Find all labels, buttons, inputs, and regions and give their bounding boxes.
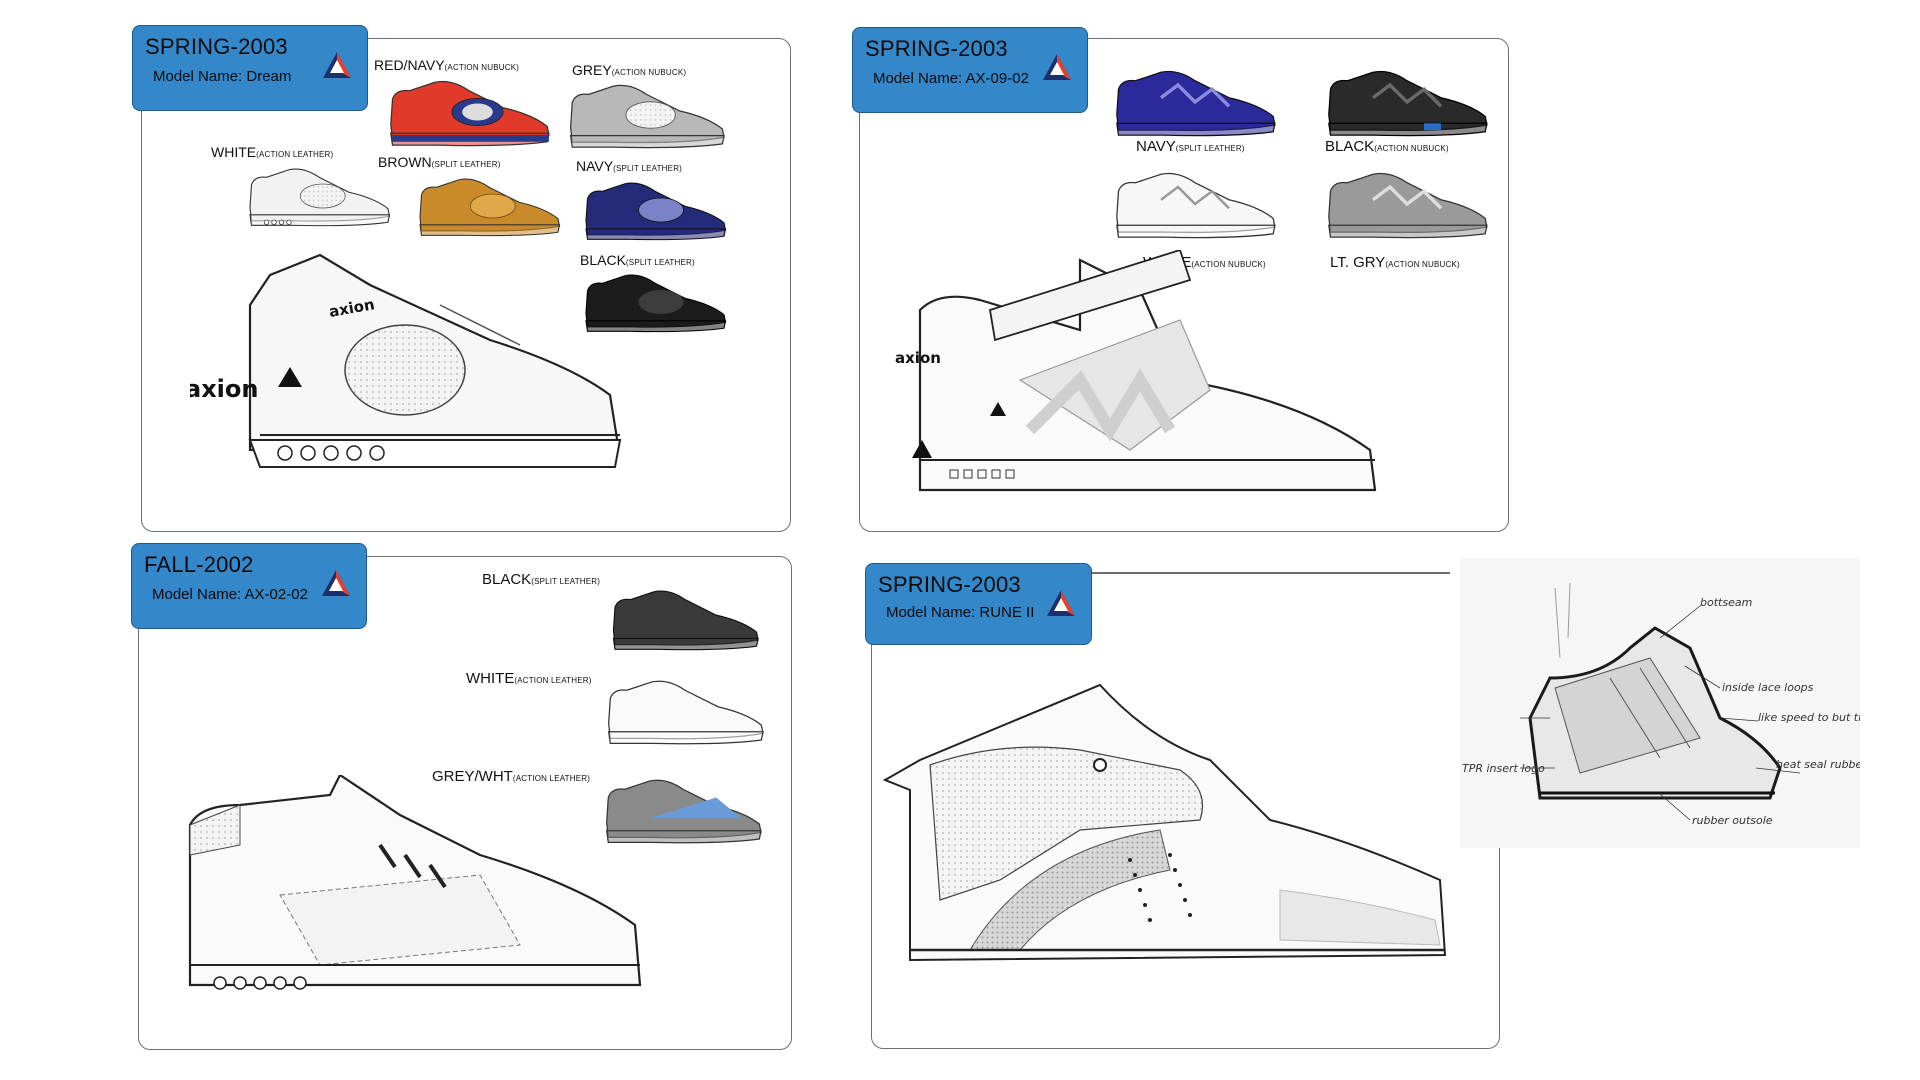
sketch-note: inside lace loops xyxy=(1722,681,1814,694)
shoe-line-drawing: axion axion xyxy=(190,253,622,468)
shoe-thumbnail xyxy=(580,266,730,338)
shoe-thumbnail xyxy=(384,72,554,152)
pencil-sketch: bottseam inside lace loops like speed to… xyxy=(1460,558,1901,848)
shoe-thumbnail xyxy=(414,170,564,242)
sketch-note: rubber outsole xyxy=(1692,814,1773,827)
panel-header-rune-ii: SPRING-2003 Model Name: RUNE II xyxy=(865,563,1092,645)
model-name: Model Name: Dream xyxy=(153,68,292,85)
shoe-thumbnail xyxy=(602,672,768,750)
colorway-label: BLACK(SPLIT LEATHER) xyxy=(580,252,695,268)
colorway-label: LT. GRY(ACTION NUBUCK) xyxy=(1330,254,1460,271)
divider-line xyxy=(1088,572,1450,574)
shoe-thumbnail xyxy=(1110,160,1280,248)
shoe-thumbnail xyxy=(600,770,766,850)
panel-header-dream: SPRING-2003 Model Name: Dream xyxy=(132,25,368,111)
season-label: SPRING-2003 xyxy=(878,572,1021,597)
shoe-thumbnail xyxy=(564,76,729,154)
axion-triangle-logo-icon xyxy=(320,568,352,600)
shoe-thumbnail xyxy=(580,174,730,246)
model-name: Model Name: AX-02-02 xyxy=(152,586,308,603)
brand-wordmark: axion xyxy=(190,375,258,403)
shoe-line-drawing xyxy=(188,775,642,990)
shoe-line-drawing xyxy=(882,683,1447,962)
shoe-thumbnail xyxy=(1110,62,1280,142)
sketch-note: heat seal rubber patch xyxy=(1776,758,1860,771)
colorway-label: NAVY(SPLIT LEATHER) xyxy=(576,158,683,174)
shoe-thumbnail xyxy=(1322,160,1492,248)
colorway-label: RED/NAVY(ACTION NUBUCK) xyxy=(374,57,520,73)
panel-header-ax-02-02: FALL-2002 Model Name: AX-02-02 xyxy=(131,543,367,629)
brand-wordmark: axion xyxy=(895,349,941,367)
colorway-label: WHITE(ACTION LEATHER) xyxy=(211,144,334,160)
model-name: Model Name: RUNE II xyxy=(886,604,1035,621)
colorway-label: NAVY(SPLIT LEATHER) xyxy=(1136,138,1245,155)
shoe-thumbnail xyxy=(244,160,394,232)
shoe-line-drawing: axion xyxy=(895,250,1377,492)
season-label: SPRING-2003 xyxy=(865,36,1008,61)
colorway-label: BLACK(ACTION NUBUCK) xyxy=(1325,138,1449,155)
season-label: FALL-2002 xyxy=(144,552,254,577)
shoe-thumbnail xyxy=(602,584,768,654)
colorway-label: GREY(ACTION NUBUCK) xyxy=(572,62,687,78)
sketch-note: bottseam xyxy=(1700,596,1752,609)
colorway-label: GREY/WHT(ACTION LEATHER) xyxy=(432,768,591,785)
axion-triangle-logo-icon xyxy=(1041,52,1073,84)
axion-triangle-logo-icon xyxy=(321,50,353,82)
shoe-thumbnail xyxy=(1322,62,1492,142)
sketch-note: like speed to but thinner xyxy=(1758,711,1860,724)
colorway-label: WHITE(ACTION LEATHER) xyxy=(466,670,592,687)
colorway-label: BROWN(SPLIT LEATHER) xyxy=(378,154,501,170)
season-label: SPRING-2003 xyxy=(145,34,288,59)
axion-triangle-logo-icon xyxy=(1045,588,1077,620)
model-name: Model Name: AX-09-02 xyxy=(873,70,1029,87)
panel-header-ax-09-02: SPRING-2003 Model Name: AX-09-02 xyxy=(852,27,1088,113)
colorway-label: BLACK(SPLIT LEATHER) xyxy=(482,571,601,588)
sketch-note: TPR insert logo xyxy=(1462,762,1545,775)
